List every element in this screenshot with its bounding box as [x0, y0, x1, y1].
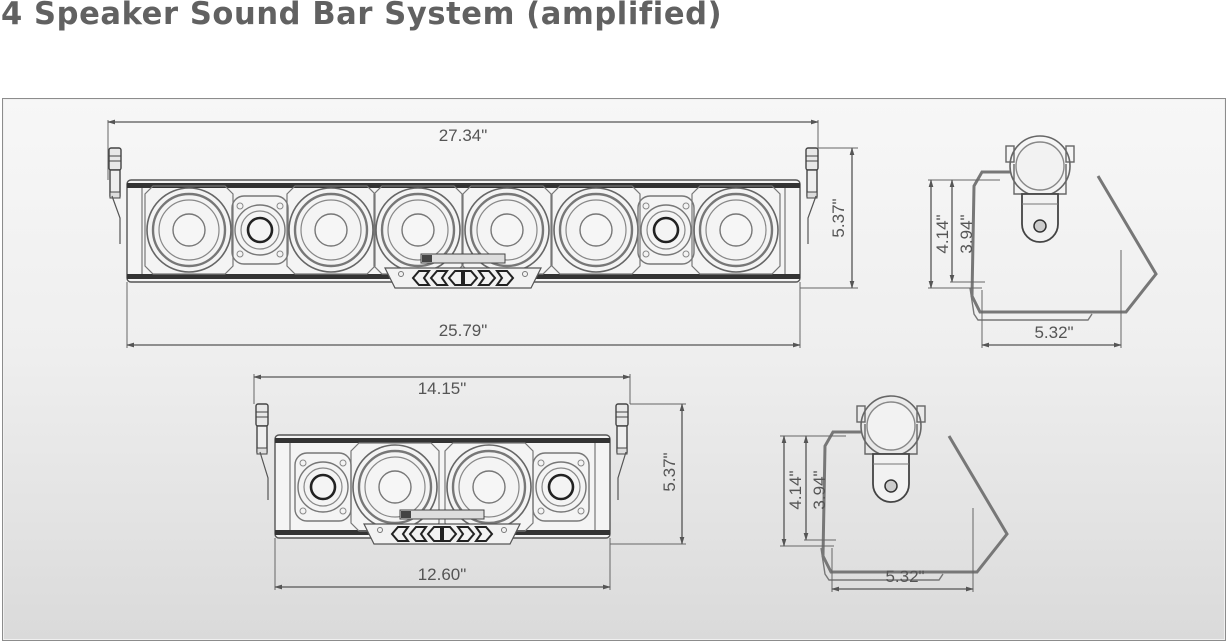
- small-front-view: 14.15" 5.37" 12.60": [253, 374, 686, 590]
- dim-large-height: 5.37": [829, 198, 848, 237]
- dim-large-body-width: 25.79": [439, 321, 488, 340]
- dim-small-body-width: 12.60": [418, 565, 467, 584]
- dim-small-side-body-height: 3.94": [810, 470, 829, 509]
- dim-small-height: 5.37": [660, 452, 679, 491]
- dim-small-side-overall-height: 4.14": [786, 470, 805, 509]
- dim-large-side-depth: 5.32": [1034, 323, 1073, 342]
- large-front-view: 27.34" 5.37" 25.79": [107, 119, 858, 348]
- dim-small-side-depth: 5.32": [885, 567, 924, 586]
- dim-small-overall-width: 14.15": [418, 379, 467, 398]
- dim-large-side-body-height: 3.94": [957, 214, 976, 253]
- dim-large-side-overall-height: 4.14": [933, 214, 952, 253]
- small-side-view: 4.14" 3.94" 5.32": [780, 394, 1009, 592]
- large-side-view: 4.14" 3.94" 5.32": [928, 134, 1158, 348]
- page-title: 4 Speaker Sound Bar System (amplified): [1, 0, 723, 32]
- dim-large-overall-width: 27.34": [439, 126, 488, 145]
